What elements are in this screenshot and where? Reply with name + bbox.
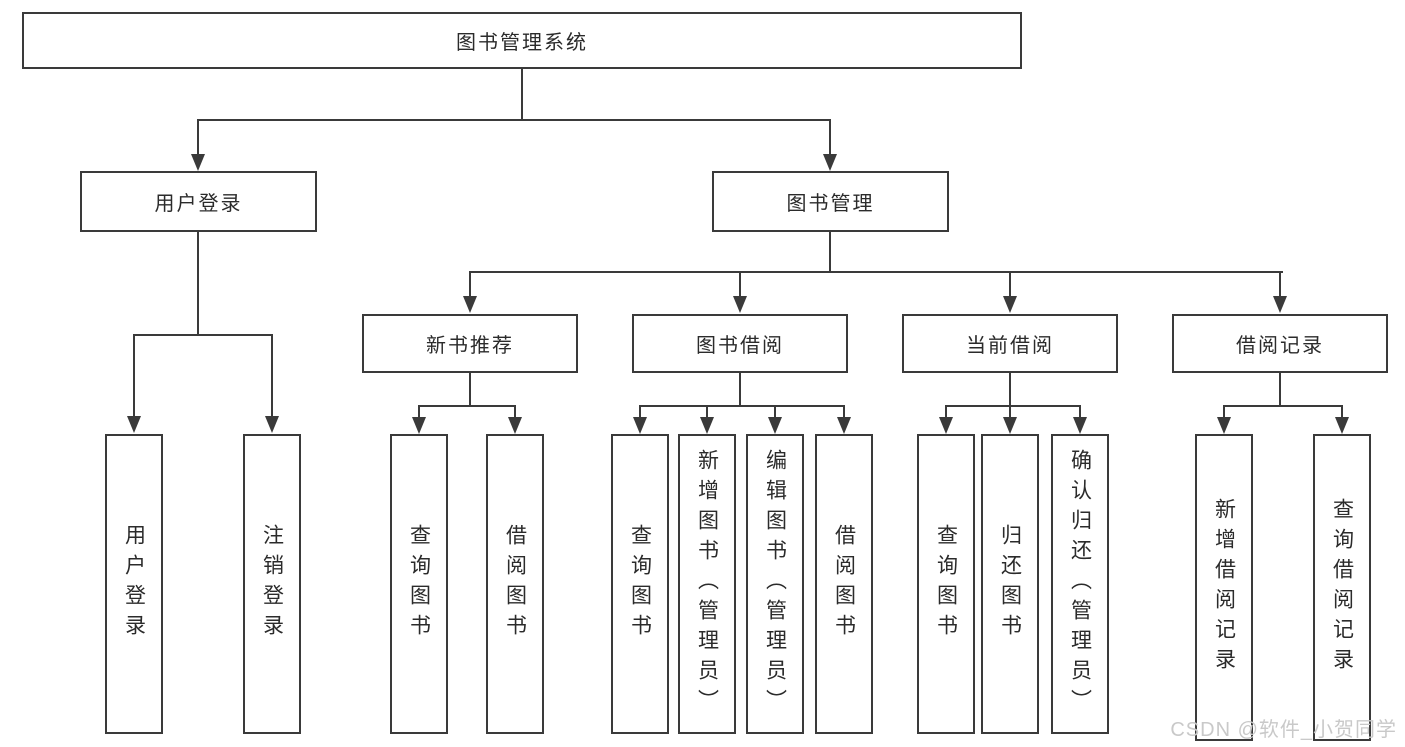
leaf-add-borrow-record-label: 新增借阅记录 — [1212, 497, 1236, 678]
leaf-query-books-borrow-label: 查询图书 — [628, 524, 652, 644]
connector-level2-hline — [197, 119, 831, 121]
connector-book-borrow-stem — [739, 373, 741, 406]
leaf-borrow-books: 借阅图书 — [815, 434, 873, 734]
connector-user-login-stem — [197, 232, 199, 336]
arrow-down-icon — [191, 154, 205, 171]
leaf-user-login-label: 用户登录 — [122, 524, 146, 644]
connector-drop-leaf — [1223, 407, 1225, 417]
arrow-down-icon — [1073, 417, 1087, 434]
arrow-down-icon — [1003, 296, 1017, 313]
arrow-down-icon — [412, 417, 426, 434]
connector-drop-leaf-login — [133, 336, 135, 416]
connector-drop-book-borrow — [739, 273, 741, 297]
connector-drop-leaf — [774, 407, 776, 417]
arrow-down-icon — [127, 416, 141, 433]
node-borrow-records: 借阅记录 — [1172, 314, 1388, 373]
arrow-down-icon — [1003, 417, 1017, 434]
leaf-edit-book-admin: 编辑图书（管理员） — [746, 434, 804, 734]
watermark: CSDN @软件_小贺同学 — [1170, 719, 1397, 741]
node-book-borrow: 图书借阅 — [632, 314, 848, 373]
leaf-confirm-return-admin-label: 确认归还（管理员） — [1068, 449, 1092, 719]
node-book-borrow-label: 图书借阅 — [696, 335, 784, 357]
connector-new-rec-stem — [469, 373, 471, 406]
leaf-return-book-label: 归还图书 — [998, 524, 1022, 644]
leaf-return-book: 归还图书 — [981, 434, 1039, 734]
arrow-down-icon — [837, 417, 851, 434]
arrow-down-icon — [265, 416, 279, 433]
leaf-add-book-admin: 新增图书（管理员） — [678, 434, 736, 734]
connector-drop-leaf — [418, 407, 420, 417]
arrow-down-icon — [823, 154, 837, 171]
leaf-query-books-current-label: 查询图书 — [934, 524, 958, 644]
leaf-borrow-books-rec-label: 借阅图书 — [503, 524, 527, 644]
arrow-down-icon — [463, 296, 477, 313]
leaf-query-books-current: 查询图书 — [917, 434, 975, 734]
connector-book-mgmt-stem — [829, 232, 831, 273]
leaf-logout: 注销登录 — [243, 434, 301, 734]
leaf-user-login: 用户登录 — [105, 434, 163, 734]
connector-borrow-records-hline — [1223, 405, 1343, 407]
connector-new-rec-hline — [418, 405, 516, 407]
connector-drop-book-mgmt — [829, 121, 831, 154]
arrow-down-icon — [508, 417, 522, 434]
connector-drop-leaf — [706, 407, 708, 417]
node-book-mgmt: 图书管理 — [712, 171, 949, 232]
connector-book-borrow-hline — [639, 405, 845, 407]
node-book-mgmt-label: 图书管理 — [786, 193, 875, 215]
arrow-down-icon — [1217, 417, 1231, 434]
leaf-query-borrow-record-label: 查询借阅记录 — [1330, 497, 1354, 678]
node-new-book-rec-label: 新书推荐 — [426, 335, 514, 357]
connector-current-borrow-hline — [945, 405, 1081, 407]
arrow-down-icon — [939, 417, 953, 434]
node-user-login: 用户登录 — [80, 171, 317, 232]
connector-borrow-records-stem — [1279, 373, 1281, 406]
node-borrow-records-label: 借阅记录 — [1236, 335, 1324, 357]
leaf-add-borrow-record: 新增借阅记录 — [1195, 434, 1253, 741]
connector-level3-hline — [469, 271, 1283, 273]
connector-user-login-hline — [133, 334, 273, 336]
connector-current-borrow-stem — [1009, 373, 1011, 406]
connector-drop-leaf — [514, 407, 516, 417]
leaf-logout-label: 注销登录 — [260, 524, 284, 644]
arrow-down-icon — [633, 417, 647, 434]
node-user-login-label: 用户登录 — [154, 193, 243, 215]
connector-drop-borrow-records — [1279, 273, 1281, 297]
connector-drop-leaf — [639, 407, 641, 417]
arrow-down-icon — [700, 417, 714, 434]
node-root: 图书管理系统 — [22, 12, 1022, 69]
node-current-borrow: 当前借阅 — [902, 314, 1118, 373]
connector-drop-current-borrow — [1009, 273, 1011, 297]
arrow-down-icon — [733, 296, 747, 313]
leaf-query-books-rec: 查询图书 — [390, 434, 448, 734]
leaf-add-book-admin-label: 新增图书（管理员） — [695, 449, 719, 719]
connector-drop-leaf — [1079, 407, 1081, 417]
connector-drop-leaf — [1009, 407, 1011, 417]
connector-drop-leaf — [843, 407, 845, 417]
leaf-query-books-rec-label: 查询图书 — [407, 524, 431, 644]
node-root-label: 图书管理系统 — [456, 32, 588, 54]
arrow-down-icon — [1273, 296, 1287, 313]
leaf-borrow-books-label: 借阅图书 — [832, 524, 856, 644]
connector-drop-leaf — [945, 407, 947, 417]
node-new-book-rec: 新书推荐 — [362, 314, 578, 373]
leaf-confirm-return-admin: 确认归还（管理员） — [1051, 434, 1109, 734]
connector-root-stem — [521, 69, 523, 121]
connector-drop-leaf — [1341, 407, 1343, 417]
node-current-borrow-label: 当前借阅 — [966, 335, 1054, 357]
connector-drop-new-rec — [469, 273, 471, 297]
arrow-down-icon — [768, 417, 782, 434]
arrow-down-icon — [1335, 417, 1349, 434]
connector-drop-user-login — [197, 121, 199, 154]
leaf-edit-book-admin-label: 编辑图书（管理员） — [763, 449, 787, 719]
connector-drop-leaf-logout — [271, 336, 273, 416]
leaf-query-borrow-record: 查询借阅记录 — [1313, 434, 1371, 741]
leaf-query-books-borrow: 查询图书 — [611, 434, 669, 734]
leaf-borrow-books-rec: 借阅图书 — [486, 434, 544, 734]
